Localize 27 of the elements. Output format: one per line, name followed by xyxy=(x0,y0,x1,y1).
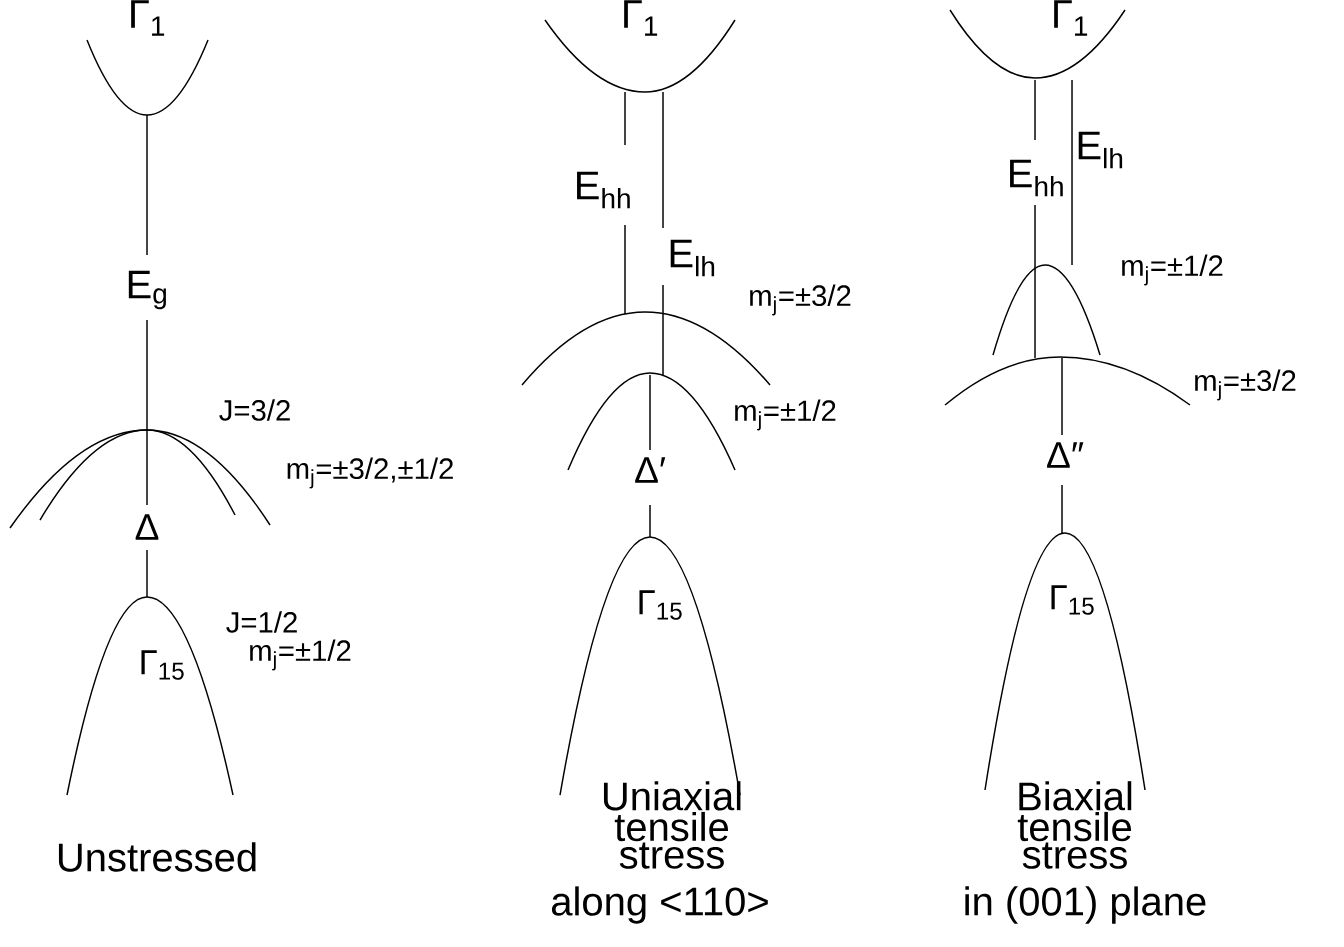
quantum-number-label: m$_{j}$=±1/2 xyxy=(1122,254,1223,286)
quantum-number-label: J=3/2 xyxy=(219,399,290,421)
quantum-number-label: J=1/2 xyxy=(226,611,297,633)
energy-gap-label: E$_{hh}$ xyxy=(1010,159,1063,197)
energy-gap-label: E$_{lh}$ xyxy=(670,239,715,277)
splitting-label: Δ′ xyxy=(635,457,666,483)
caption: Biaxial tensile stress xyxy=(1017,781,1132,869)
band-label: Γ$_{1}$ xyxy=(624,0,658,36)
band-label: Γ$_{15}$ xyxy=(141,650,184,680)
splitting-label: Δ xyxy=(135,514,159,540)
quantum-number-label: m$_{j}$=±3/2,±1/2 xyxy=(287,457,453,489)
band-label: Γ$_{15}$ xyxy=(639,590,682,620)
band-label: Γ$_{15}$ xyxy=(1051,585,1094,615)
caption: along <110> xyxy=(551,886,768,924)
energy-gap-label: E$_{lh}$ xyxy=(1078,131,1123,169)
caption: Unstressed xyxy=(58,842,256,872)
splitting-label: Δ″ xyxy=(1047,442,1084,468)
band-label: Γ$_{1}$ xyxy=(1054,0,1088,36)
quantum-number-label: m$_{j}$=±3/2 xyxy=(1195,369,1296,401)
quantum-number-label: m$_{j}$=±3/2 xyxy=(750,284,851,316)
band-label: Γ$_{1}$ xyxy=(131,0,165,36)
quantum-number-label: m$_{j}$=±1/2 xyxy=(735,399,836,431)
energy-gap-label: E$_{g}$ xyxy=(128,270,166,310)
caption: in (001) plane xyxy=(965,886,1206,924)
energy-gap-label: E$_{hh}$ xyxy=(577,171,630,209)
quantum-number-label: m$_{j}$=±1/2 xyxy=(250,639,351,671)
caption: Uniaxial tensile stress xyxy=(603,781,741,869)
